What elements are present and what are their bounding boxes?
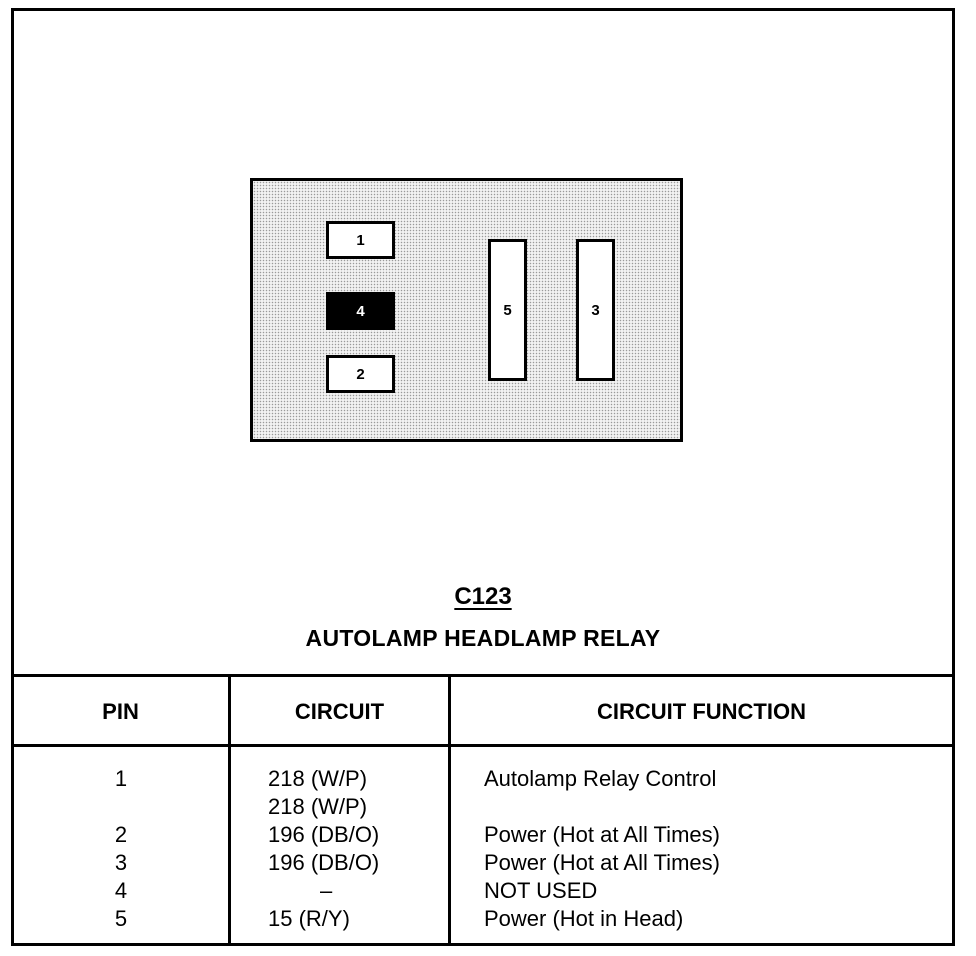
pin-4-terminal: 4 <box>326 292 395 330</box>
table-cell-function: Autolamp Relay Control <box>484 766 717 791</box>
table-cell-function <box>484 793 720 821</box>
circuit-column: 218 (W/P) 218 (W/P) 196 (DB/O) 196 (DB/O… <box>268 765 379 933</box>
table-cell-pin: 2 <box>114 822 128 847</box>
pin-3-label: 3 <box>591 301 600 319</box>
diagram-frame <box>11 8 955 946</box>
table-cell-circuit: 218 (W/P) <box>268 766 368 791</box>
connector-id: C123 <box>454 583 512 610</box>
table-cell-circuit: 218 (W/P) <box>268 794 368 819</box>
table-cell-pin <box>13 793 229 821</box>
pin-3-terminal: 3 <box>576 239 615 381</box>
column-divider-2 <box>448 674 451 946</box>
pin-4-label: 4 <box>356 302 365 320</box>
table-cell-pin: 5 <box>114 906 128 931</box>
header-circuit: CIRCUIT <box>294 699 385 724</box>
pin-1-label: 1 <box>356 231 365 249</box>
table-cell-pin: 4 <box>114 878 128 903</box>
table-cell-function: Power (Hot in Head) <box>484 906 684 931</box>
column-divider-1 <box>228 674 231 946</box>
table-cell-circuit: 196 (DB/O) <box>268 850 380 875</box>
table-top-border <box>11 674 955 677</box>
table-cell-circuit: 196 (DB/O) <box>268 822 380 847</box>
header-pin: PIN <box>102 699 139 724</box>
table-cell-function: Power (Hot at All Times) <box>484 850 720 875</box>
table-cell-function: NOT USED <box>484 878 598 903</box>
pin-1-terminal: 1 <box>326 221 395 259</box>
table-header-divider <box>11 744 955 747</box>
pin-column: 1 2 3 4 5 <box>13 765 229 933</box>
connector-name: AUTOLAMP HEADLAMP RELAY <box>305 625 661 651</box>
pin-2-terminal: 2 <box>326 355 395 393</box>
table-cell-circuit: – <box>320 878 333 903</box>
pin-5-terminal: 5 <box>488 239 527 381</box>
function-column: Autolamp Relay Control Power (Hot at All… <box>484 765 720 933</box>
table-cell-pin: 1 <box>114 766 128 791</box>
pin-2-label: 2 <box>356 365 365 383</box>
header-circuit-function: CIRCUIT FUNCTION <box>597 699 806 724</box>
table-cell-pin: 3 <box>114 850 128 875</box>
table-cell-circuit: 15 (R/Y) <box>268 906 350 931</box>
table-cell-function: Power (Hot at All Times) <box>484 822 720 847</box>
connector-face: 1 4 2 5 3 <box>250 178 683 442</box>
pin-5-label: 5 <box>503 301 512 319</box>
